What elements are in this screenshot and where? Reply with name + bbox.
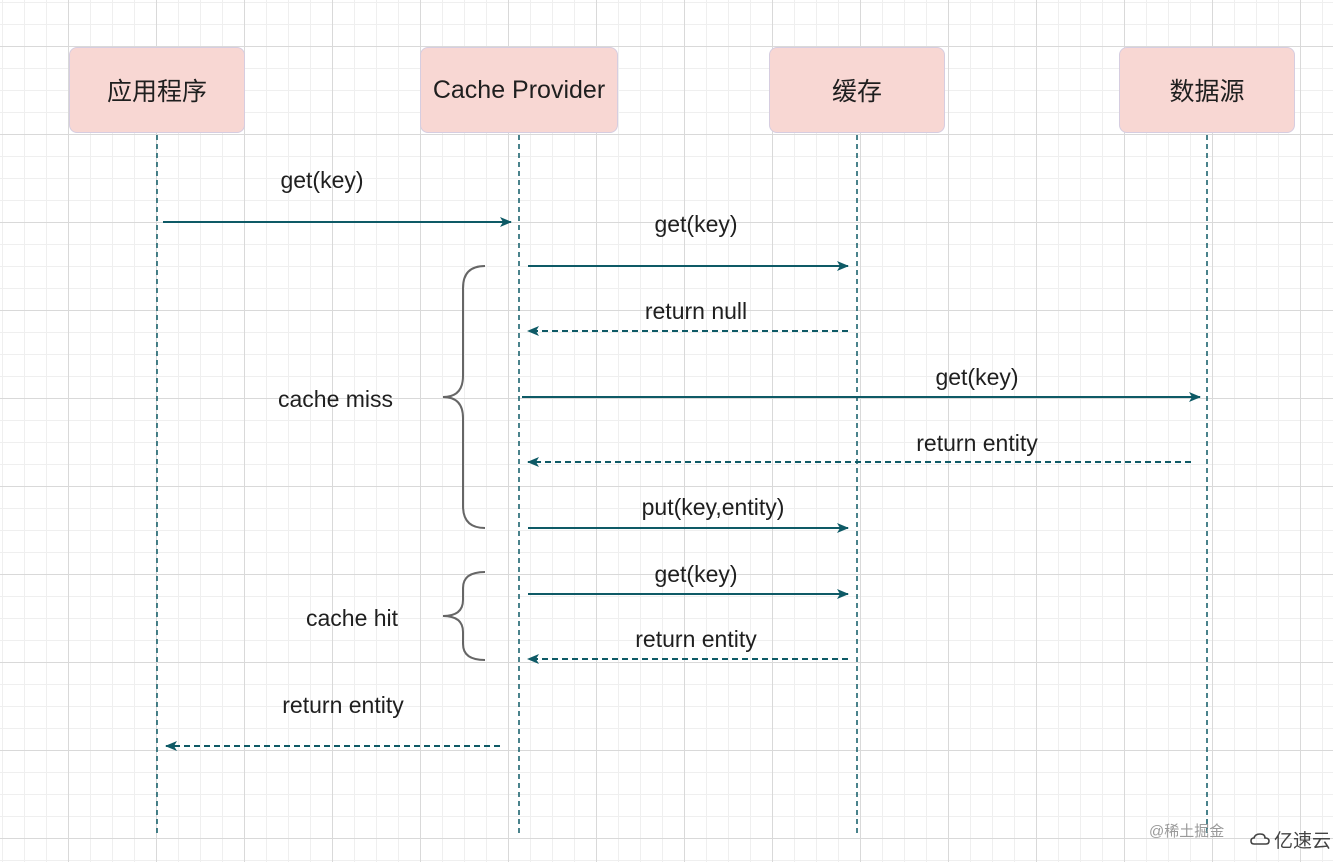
participant-cache: 缓存 bbox=[769, 47, 945, 133]
message-label-9: return entity bbox=[282, 692, 404, 718]
message-label-4: get(key) bbox=[935, 364, 1019, 390]
message-label-1: get(key) bbox=[280, 167, 364, 193]
participant-cache-provider-label: Cache Provider bbox=[432, 75, 606, 104]
cache-miss-label: cache miss bbox=[278, 386, 394, 412]
participant-cache-label: 缓存 bbox=[831, 78, 882, 106]
participant-app-label: 应用程序 bbox=[106, 78, 207, 106]
author-watermark: @稀土掘金 bbox=[1149, 823, 1225, 840]
message-label-7: get(key) bbox=[654, 561, 738, 587]
brand-watermark: 亿速云 bbox=[1250, 826, 1331, 853]
brand-text: 亿速云 bbox=[1274, 831, 1332, 852]
participant-datasource-label: 数据源 bbox=[1169, 78, 1245, 106]
cache-hit-label: cache hit bbox=[306, 605, 399, 631]
participant-app: 应用程序 bbox=[69, 47, 245, 133]
cache-miss-brace bbox=[442, 265, 486, 529]
message-label-6: put(key,entity) bbox=[641, 494, 785, 520]
message-label-5: return entity bbox=[916, 430, 1038, 456]
message-label-2: get(key) bbox=[654, 211, 738, 237]
participant-datasource: 数据源 bbox=[1119, 47, 1295, 133]
cache-hit-brace bbox=[442, 571, 486, 661]
message-label-8: return entity bbox=[635, 626, 757, 652]
cloud-logo-icon bbox=[1250, 832, 1270, 845]
participant-cache-provider: Cache Provider bbox=[420, 47, 618, 133]
message-label-3: return null bbox=[644, 298, 748, 324]
